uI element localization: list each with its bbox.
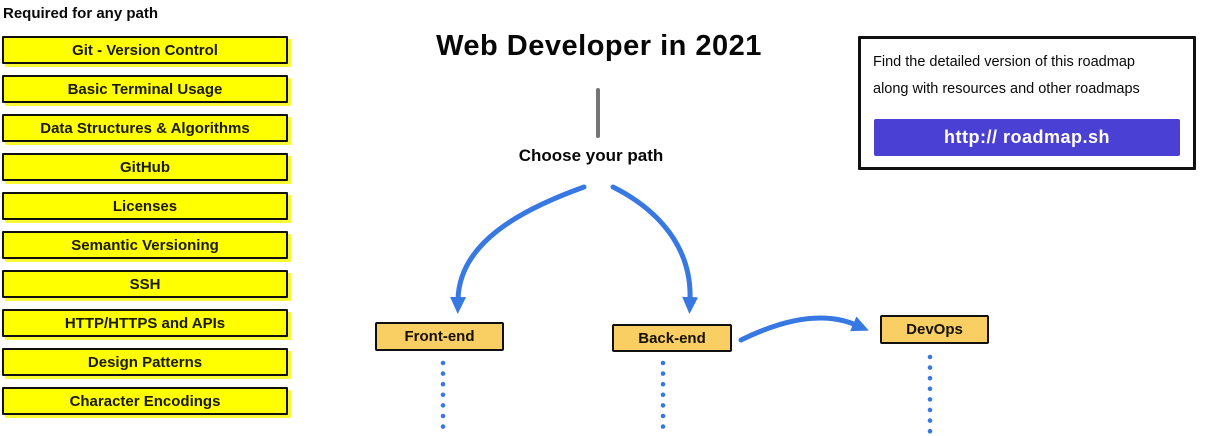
required-item[interactable]: Git - Version Control: [2, 36, 288, 64]
required-item[interactable]: Basic Terminal Usage: [2, 75, 288, 103]
page-title: Web Developer in 2021: [436, 30, 762, 62]
node-devops[interactable]: DevOps: [880, 315, 989, 344]
required-item-label: SSH: [129, 275, 161, 293]
required-item-label: Basic Terminal Usage: [67, 80, 223, 98]
required-item[interactable]: HTTP/HTTPS and APIs: [2, 309, 288, 337]
title-connector-line: [596, 88, 600, 138]
required-item[interactable]: Character Encodings: [2, 387, 288, 415]
required-item[interactable]: Licenses: [2, 192, 288, 220]
required-item[interactable]: Design Patterns: [2, 348, 288, 376]
required-item-label: Git - Version Control: [72, 41, 218, 59]
arrow-to-backend: [610, 184, 699, 314]
required-item[interactable]: GitHub: [2, 153, 288, 181]
required-item-label: Semantic Versioning: [71, 236, 219, 254]
node-front-end[interactable]: Front-end: [375, 322, 504, 351]
required-item-label: HTTP/HTTPS and APIs: [64, 314, 226, 332]
required-item-label: Character Encodings: [69, 392, 221, 410]
required-item[interactable]: Data Structures & Algorithms: [2, 114, 288, 142]
node-back-end[interactable]: Back-end: [612, 324, 732, 352]
required-item-label: Design Patterns: [87, 353, 203, 371]
required-item-label: Data Structures & Algorithms: [40, 119, 250, 137]
required-item[interactable]: Semantic Versioning: [2, 231, 288, 259]
required-heading: Required for any path: [3, 5, 159, 22]
roadmap-url-button[interactable]: http:// roadmap.sh: [874, 119, 1180, 156]
required-item[interactable]: SSH: [2, 270, 288, 298]
required-item-label: Licenses: [112, 197, 178, 215]
choose-your-path-label: Choose your path: [518, 146, 664, 165]
info-box: Find the detailed version of this roadma…: [858, 36, 1196, 170]
arrow-to-frontend: [450, 184, 587, 314]
info-text-line2: along with resources and other roadmaps: [873, 81, 1140, 97]
required-list: Git - Version Control Basic Terminal Usa…: [2, 36, 288, 415]
info-text-line1: Find the detailed version of this roadma…: [873, 54, 1135, 70]
required-item-label: GitHub: [120, 158, 170, 176]
arrow-backend-to-devops: [738, 315, 869, 343]
